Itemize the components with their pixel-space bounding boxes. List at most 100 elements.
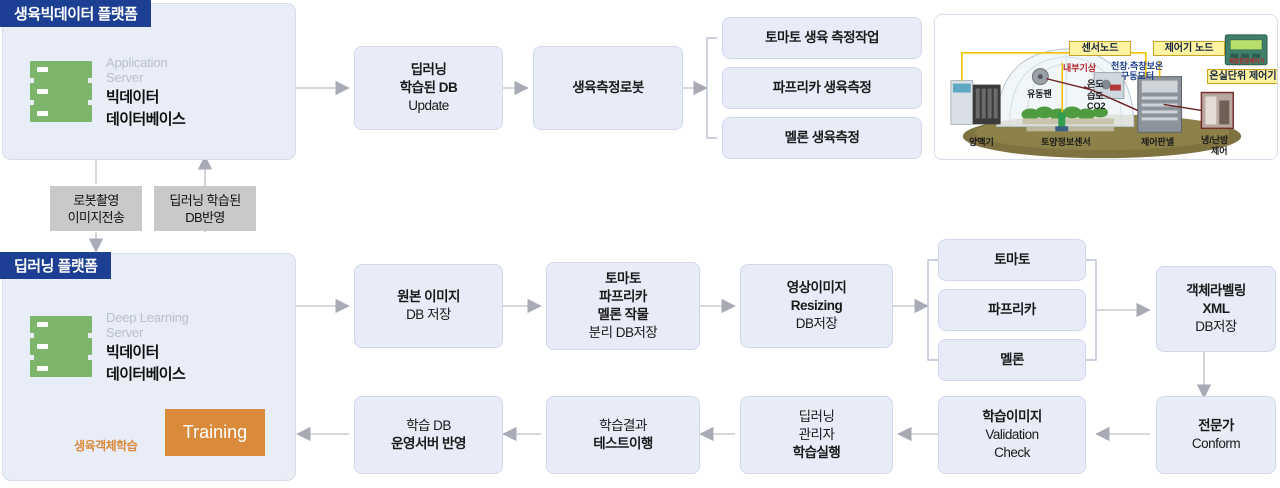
greenhouse-label-drive-motor: 구동모터 [1121,69,1154,82]
greenhouse-illustration [935,15,1277,159]
process-box-admin-training-run[interactable]: 딥러닝 관리자 학습실행 [740,396,893,474]
box-line: 토마토 생육 측정작업 [765,30,879,45]
connector-label-db-reflect-line2: DB반영 [185,209,225,225]
greenhouse-label-control: 제어 [1211,144,1228,157]
box-line: 학습결과 [599,418,647,433]
connector-label-robot-capture-line2: 이미지전송 [67,209,125,225]
deeplearning-server-text: Deep Learning Server 빅데이터 데이터베이스 [106,310,189,384]
training-box[interactable]: Training [165,409,265,456]
deeplearning-server-main-2: 데이터베이스 [106,366,186,383]
box-line: 멜론 생육측정 [784,130,860,145]
process-box-growth-measure-robot[interactable]: 생육측정로봇 [533,46,683,130]
greenhouse-label-soil-sensor: 토양정보센서 [1041,135,1091,148]
box-line: 원본 이미지 [397,289,460,304]
greenhouse-tag-label: 제어기 노드 [1164,42,1214,54]
process-box-test-execution[interactable]: 학습결과 테스트이행 [546,396,700,474]
box-line: 학습이미지 [982,409,1042,424]
deeplearning-server-main-1: 빅데이터 [106,344,159,361]
box-line: Check [994,445,1030,460]
greenhouse-label-text: 온도 [1087,79,1104,89]
greenhouse-label-text: 습도 [1087,91,1104,101]
box-line: 파프리카 [599,289,647,304]
box-line: 딥러닝 [798,409,835,424]
box-line: Validation [985,427,1039,442]
process-box-crop-melon[interactable]: 멜론 [938,339,1086,381]
greenhouse-label-humidity: 습도 [1087,89,1104,102]
greenhouse-label-text: 제어 [1211,146,1228,156]
process-box-crop-separate-db[interactable]: 토마토 파프리카 멜론 작물 분리 DB저장 [546,262,700,350]
box-line: 영상이미지 [786,280,847,295]
process-box-image-resizing-db[interactable]: 영상이미지 Resizing DB저장 [740,264,893,348]
greenhouse-label-text: 양액기 [969,137,994,147]
process-box-tomato-measure-task[interactable]: 토마토 생육 측정작업 [722,17,922,59]
greenhouse-tag-sensor-node: 센서노드 [1069,41,1131,56]
process-box-validation-check[interactable]: 학습이미지 Validation Check [938,396,1086,474]
training-label: Training [182,422,248,442]
greenhouse-tag-controller-node: 제어기 노드 [1153,41,1225,56]
box-line: 멜론 [1000,352,1024,367]
box-line: 딥러닝 [410,62,447,77]
process-box-crop-tomato[interactable]: 토마토 [938,239,1086,281]
process-box-training-db-deploy[interactable]: 학습 DB 운영서버 반영 [354,396,503,474]
box-line: Resizing [790,298,843,313]
box-line: DB 저장 [406,307,451,322]
bigdata-server-main-1: 빅데이터 [106,89,159,106]
greenhouse-label-text: 냉/난방 [1201,135,1229,145]
greenhouse-label-control-panel: 제어판넬 [1141,135,1174,148]
connector-label-db-reflect: 딥러닝 학습된 DB반영 [154,186,256,231]
box-line: 토마토 [994,252,1030,267]
loop-label-object-learning: 생육객체학습 [74,437,138,454]
greenhouse-label-complex-env-controller: 복합환경제어기 [1229,57,1264,65]
loop-label-text: 생육객체학습 [74,439,138,453]
bigdata-platform-banner: 생육빅데이터 플랫폼 [0,0,152,27]
greenhouse-label-internal-weather: 내부기상 [1063,61,1096,74]
connector-label-robot-capture-line1: 로봇촬영 [73,192,119,208]
box-line: DB저장 [1195,319,1237,334]
process-box-deeplearning-db-update[interactable]: 딥러닝 학습된 DB Update [354,46,503,130]
greenhouse-tag-label: 온실단위 제어기 [1209,70,1277,82]
greenhouse-tag-greenhouse-unit-controller: 온실단위 제어기 [1207,69,1277,84]
box-line: Conform [1191,436,1241,451]
box-line: Update [408,98,449,113]
process-box-melon-measure[interactable]: 멜론 생육측정 [722,117,922,159]
bigdata-server-sub-1: Application [106,55,168,70]
box-line: 테스트이행 [593,436,653,451]
bigdata-server-main-2: 데이터베이스 [106,111,186,128]
deeplearning-server-sub-2: Server [106,325,144,340]
bigdata-server-sub-2: Server [106,70,144,85]
box-line: 멜론 작물 [597,307,649,322]
server-icon [30,61,92,123]
greenhouse-label-text: CO2 [1087,101,1106,111]
process-box-paprika-measure[interactable]: 파프리카 생육측정 [722,67,922,109]
process-box-object-labeling-xml[interactable]: 객체라벨링 XML DB저장 [1156,266,1276,352]
greenhouse-label-text: 내부기상 [1063,63,1097,73]
box-line: DB저장 [795,316,838,331]
process-box-original-image-db[interactable]: 원본 이미지 DB 저장 [354,264,503,348]
connector-label-db-reflect-line1: 딥러닝 학습된 [169,192,241,208]
greenhouse-label-co2: CO2 [1087,101,1106,111]
box-line: 학습실행 [792,445,841,460]
greenhouse-label-temperature: 온도 [1087,77,1104,90]
box-line: 운영서버 반영 [391,436,466,451]
deeplearning-platform-banner: 딥러닝 플랫폼 [0,252,112,279]
greenhouse-label-roof-vent-insulation: 천창.측창보온 [1111,59,1163,72]
greenhouse-label-text: 제어판넬 [1141,137,1175,147]
greenhouse-label-nutrient-machine: 양액기 [969,135,994,148]
greenhouse-label-cooling-heating: 냉/난방 [1201,133,1228,146]
deeplearning-platform-title: 딥러닝 플랫폼 [14,258,98,275]
box-line: XML [1202,301,1231,316]
box-line: 학습 DB [406,418,451,433]
greenhouse-label-text: 천창.측창보온 [1111,61,1164,71]
greenhouse-label-text: 구동모터 [1121,71,1155,81]
bigdata-platform-title: 생육빅데이터 플랫폼 [14,6,138,23]
process-box-expert-conform[interactable]: 전문가 Conform [1156,396,1276,474]
bigdata-server-row: Application Server 빅데이터 데이터베이스 [30,55,186,129]
greenhouse-tag-label: 센서노드 [1081,42,1119,54]
greenhouse-label-text: 유동팬 [1027,89,1052,99]
box-line: 객체라벨링 [1186,283,1246,298]
process-box-crop-paprika[interactable]: 파프리카 [938,289,1086,331]
connector-label-robot-capture: 로봇촬영 이미지전송 [50,186,142,231]
greenhouse-label-text: 복합환경제어기 [1229,59,1265,65]
box-line: 파프리카 생육측정 [772,80,872,95]
